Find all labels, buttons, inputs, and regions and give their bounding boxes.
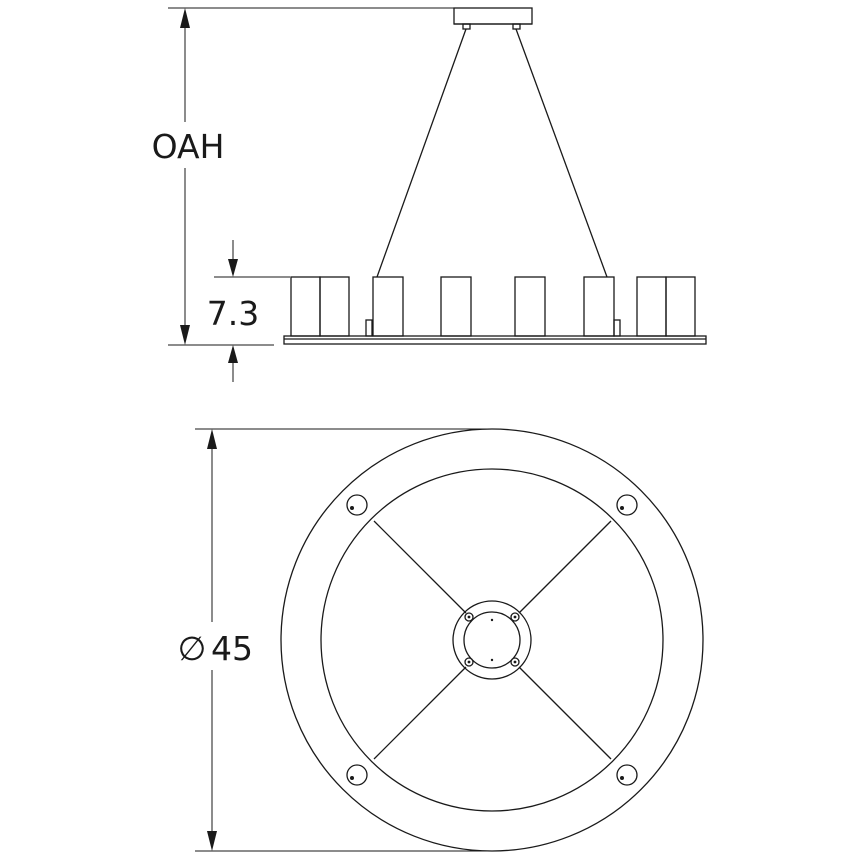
plan-view: ∅ 45 [168, 428, 704, 852]
ring-mounting-holes [346, 494, 638, 786]
spoke [373, 520, 467, 614]
hub-inner [463, 611, 521, 669]
hub-center-marks [490, 618, 494, 662]
suspension-cable-right [515, 28, 608, 278]
diameter-label: 45 [211, 629, 253, 668]
overall-height-dimension: OAH [138, 7, 454, 346]
spoke [518, 666, 612, 760]
shade-height-label: 7.3 [207, 294, 259, 333]
diameter-dimension: ∅ 45 [168, 428, 492, 852]
side-elevation-view: OAH 7.3 [138, 7, 707, 382]
cable-anchor-left [365, 319, 373, 337]
spoke [518, 520, 612, 614]
inner-ring [320, 468, 664, 812]
canopy-cable-mount-left [462, 23, 471, 30]
base-ring [283, 335, 707, 345]
shade [636, 276, 667, 337]
shade [440, 276, 472, 337]
diameter-symbol: ∅ [178, 629, 207, 668]
spokes [373, 520, 612, 760]
shade [372, 276, 404, 337]
shade [583, 276, 615, 337]
shade [290, 276, 321, 337]
glass-shades [290, 276, 696, 337]
shade [319, 276, 350, 337]
cable-anchor-right [613, 319, 621, 337]
hub-bolts [464, 612, 520, 667]
canopy-cable-mount-right [512, 23, 521, 30]
overall-height-label: OAH [152, 127, 225, 166]
hub-outer [452, 600, 532, 680]
shade-height-dimension: 7.3 [207, 240, 290, 382]
shade [514, 276, 546, 337]
spoke [373, 666, 467, 760]
outer-ring [280, 428, 704, 852]
canopy [453, 7, 533, 25]
shade [665, 276, 696, 337]
suspension-cable-left [376, 28, 467, 278]
